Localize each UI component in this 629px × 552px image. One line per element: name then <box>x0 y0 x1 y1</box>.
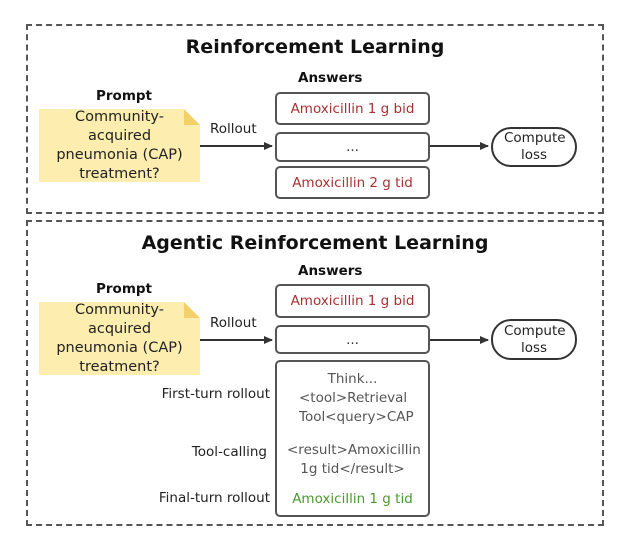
arl-rollout-label: Rollout <box>210 315 257 331</box>
first-turn-label: First-turn rollout <box>161 386 270 402</box>
rl-compute-loss-label: Compute loss <box>504 130 566 163</box>
rl-title: Reinforcement Learning <box>185 36 445 58</box>
arl-answers-header: Answers <box>298 263 363 279</box>
rl-compute-loss: Compute loss <box>491 127 577 167</box>
arl-prompt-text: Community-acquired pneumonia (CAP) treat… <box>56 301 183 375</box>
arl-prompt-note: Community-acquired pneumonia (CAP) treat… <box>39 302 200 375</box>
final-turn-label: Final-turn rollout <box>158 490 270 506</box>
rl-answer-3: Amoxicillin 2 g tid <box>275 166 430 199</box>
arl-answer-2: ... <box>275 325 430 354</box>
arl-compute-loss-label: Compute loss <box>504 322 566 356</box>
final-turn-text: Amoxicillin 1 g tid <box>292 491 413 507</box>
note-fold-icon <box>184 302 200 318</box>
arl-prompt-header: Prompt <box>96 281 153 297</box>
first-turn-text: Think... <tool>Retrieval Tool<query>CAP <box>299 371 414 425</box>
rl-panel: Reinforcement Learning <box>26 24 604 214</box>
rl-answers-header: Answers <box>298 70 363 86</box>
tool-calling-text: <result>Amoxicillin 1g tid</result> <box>287 442 421 477</box>
arl-answer-1: Amoxicillin 1 g bid <box>275 284 430 318</box>
arl-title: Agentic Reinforcement Learning <box>141 232 489 254</box>
tool-calling-label: Tool-calling <box>191 444 267 460</box>
arl-panel: Agentic Reinforcement Learning <box>26 220 604 526</box>
rl-rollout-label: Rollout <box>210 121 257 137</box>
rl-prompt-text: Community-acquired pneumonia (CAP) treat… <box>56 108 183 182</box>
note-fold-icon <box>184 109 200 125</box>
rl-answer-2: ... <box>275 132 430 162</box>
rl-prompt-note: Community-acquired pneumonia (CAP) treat… <box>39 109 200 182</box>
arl-agentic-answer-box: Think... <tool>Retrieval Tool<query>CAP … <box>275 360 430 517</box>
rl-prompt-header: Prompt <box>96 88 153 104</box>
rl-answer-1: Amoxicillin 1 g bid <box>275 92 430 125</box>
arl-compute-loss: Compute loss <box>491 319 577 360</box>
